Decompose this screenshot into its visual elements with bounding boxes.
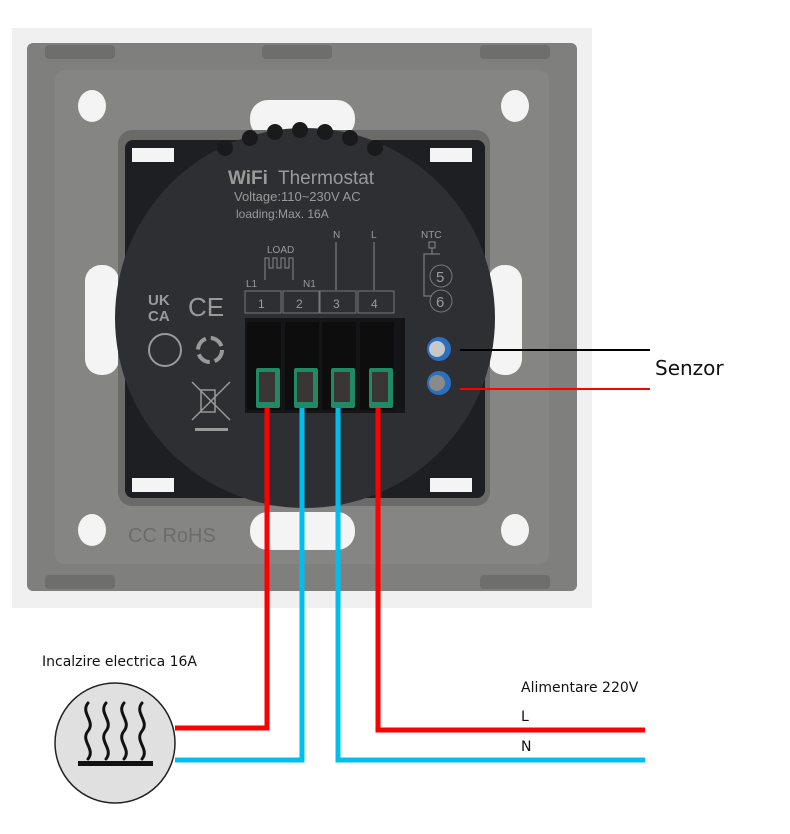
voltage-text: Voltage:110~230V AC (234, 189, 361, 204)
sensor-label: Senzor (655, 356, 724, 380)
ntc-terminal-5 (427, 337, 451, 361)
ntc-terminal-6 (427, 371, 451, 395)
brand-text: WiFi (228, 168, 268, 189)
load-label: LOAD (267, 245, 294, 256)
wires (175, 408, 645, 763)
l1-label: L1 (246, 279, 258, 290)
terminal-3-label: 3 (333, 297, 340, 311)
terminal-block-labels (244, 290, 395, 314)
ntc-label: NTC (421, 230, 442, 241)
heater-label: Incalzire electrica 16A (42, 654, 197, 670)
n-label: N (333, 230, 340, 241)
heater-live-wire (175, 408, 270, 731)
ukca-mark-bottom: CA (148, 308, 170, 325)
terminal-1-label: 1 (258, 297, 265, 311)
supply-label: Alimentare 220V (521, 680, 639, 696)
supply-neutral-wire (335, 408, 645, 763)
load-symbol (264, 257, 294, 280)
terminal-4-label: 4 (371, 297, 378, 311)
ntc-5-label: 5 (436, 269, 444, 286)
heater-icon (54, 682, 176, 804)
weee-bin-icon (191, 381, 231, 431)
ukca-mark-top: UK (148, 292, 170, 309)
heater-neutral-wire (175, 408, 305, 763)
tidyman-icon (148, 333, 182, 367)
model-text: Thermostat (278, 168, 375, 189)
n1-label: N1 (303, 279, 316, 290)
l-label: L (371, 230, 377, 241)
loading-text: loading:Max. 16A (236, 207, 329, 221)
terminal-screws (256, 368, 393, 408)
plate-marking: CC RoHS (128, 525, 216, 547)
ntc-6-label: 6 (436, 294, 444, 311)
terminal-2-label: 2 (296, 297, 303, 311)
ce-mark: CE (188, 292, 224, 322)
supply-l-label: L (521, 709, 529, 725)
supply-n-label: N (521, 739, 531, 755)
recycle-icon (196, 336, 224, 364)
supply-live-wire (375, 408, 645, 733)
